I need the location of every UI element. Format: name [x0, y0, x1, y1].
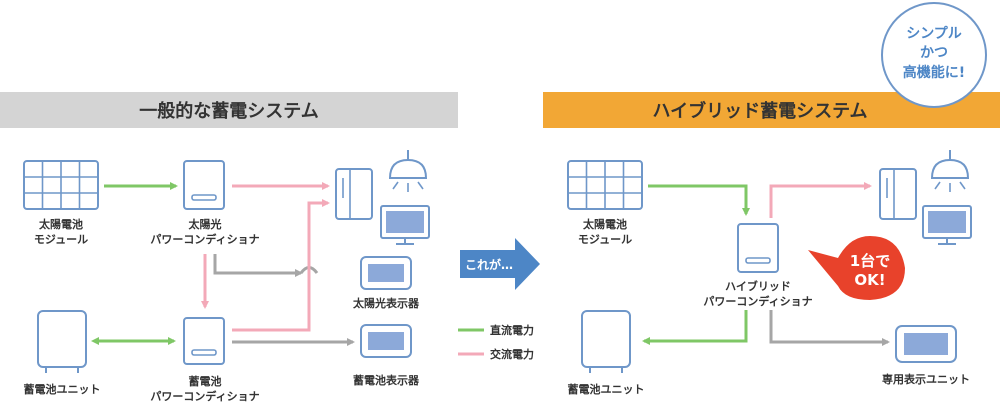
battery-pcs-icon — [183, 317, 225, 365]
solar-pcs-label-1: 太陽光 — [188, 217, 222, 231]
callout-bubble — [808, 236, 905, 300]
right-battery-unit-icon — [581, 310, 631, 373]
arrow-right-pcs-to-battery — [642, 310, 748, 345]
solar-pcs-label-2: パワーコンディショナ — [150, 232, 259, 246]
arrow-pcs-to-solar-display — [213, 254, 303, 277]
solar-display-icon — [360, 256, 412, 290]
right-ceiling-lamp-icon — [930, 150, 970, 192]
ceiling-lamp-icon — [388, 150, 428, 192]
solar-pcs-icon — [183, 160, 225, 210]
badge-line-2: かつ — [920, 45, 948, 61]
right-solar-module-label-2: モジュール — [578, 233, 632, 246]
badge-line-1: シンプル — [906, 26, 962, 42]
legend-ac-label: 交流電力 — [490, 347, 534, 361]
arrow-battery-pcs-to-appliances — [232, 199, 330, 332]
arrow-right-pcs-to-display — [769, 310, 890, 346]
battery-pcs-label-2: パワーコンディショナ — [150, 389, 259, 403]
dedicated-display-label: 専用表示ユニット — [882, 372, 970, 386]
solar-module-label-1: 太陽電池 — [38, 217, 83, 231]
right-fridge-icon — [879, 168, 917, 220]
solar-display-label: 太陽光表示器 — [352, 296, 420, 310]
battery-display-icon — [360, 324, 412, 358]
dedicated-display-icon — [895, 325, 957, 363]
callout-line-2: OK! — [854, 271, 885, 289]
tv-icon — [380, 205, 430, 245]
right-tv-icon — [922, 205, 972, 245]
solar-module-icon — [23, 160, 99, 210]
hybrid-pcs-icon — [737, 223, 779, 273]
arrow-right-pcs-to-appliances — [769, 182, 872, 218]
hybrid-pcs-label-1: ハイブリッド — [725, 279, 791, 293]
center-arrow-label: これが… — [465, 257, 513, 272]
solar-module-label-2: モジュール — [34, 233, 88, 246]
arrow-right-solar-to-pcs — [648, 184, 750, 216]
center-big-arrow — [460, 238, 540, 290]
fridge-icon — [335, 168, 373, 220]
legend-dc-label: 直流電力 — [490, 323, 534, 337]
right-title: ハイブリッド蓄電システム — [652, 100, 867, 122]
right-solar-module-icon — [567, 160, 643, 210]
right-battery-unit-label: 蓄電池ユニット — [568, 382, 645, 396]
battery-pcs-label-1: 蓄電池 — [189, 374, 222, 388]
battery-unit-icon — [37, 310, 87, 373]
callout-line-1: 1台で — [850, 252, 890, 270]
left-title: 一般的な蓄電システム — [139, 100, 318, 122]
left-title-bar — [0, 92, 458, 128]
battery-display-label: 蓄電池表示器 — [353, 373, 420, 387]
battery-unit-label: 蓄電池ユニット — [24, 382, 101, 396]
feature-badge — [881, 2, 987, 108]
right-solar-module-label-1: 太陽電池 — [582, 217, 627, 231]
badge-line-3: 高機能に! — [903, 64, 965, 81]
hybrid-pcs-label-2: パワーコンディショナ — [703, 294, 812, 308]
